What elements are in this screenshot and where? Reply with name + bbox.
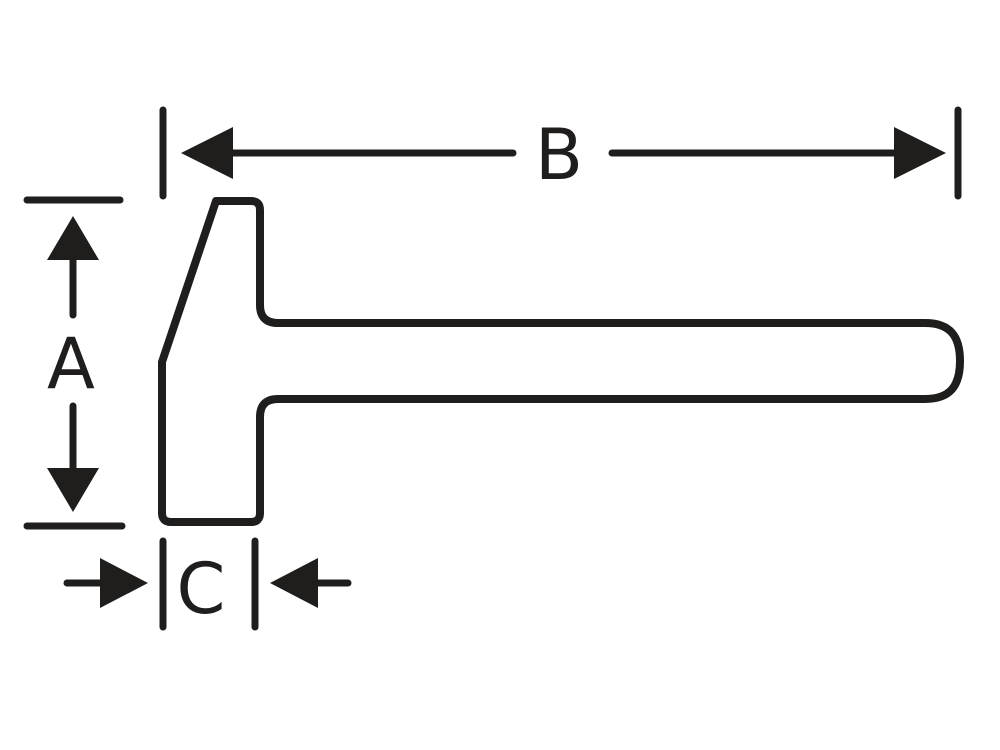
stroke-layer bbox=[23, 106, 964, 631]
hammer-outline bbox=[158, 197, 964, 526]
dim-b-arrowhead-left-icon bbox=[181, 127, 233, 179]
dim-b-label: B bbox=[535, 114, 583, 196]
dim-a-arrowhead-up-icon bbox=[47, 216, 99, 260]
dim-a-arrowhead-down-icon bbox=[47, 468, 99, 512]
dim-a-label: A bbox=[47, 323, 95, 405]
fill-layer: B A C bbox=[47, 114, 946, 630]
dim-b-arrowhead-right-icon bbox=[894, 127, 946, 179]
dim-c-arrowhead-right-icon bbox=[270, 558, 318, 608]
dim-c-arrowhead-left-icon bbox=[100, 558, 148, 608]
dim-c-label: C bbox=[177, 548, 226, 630]
